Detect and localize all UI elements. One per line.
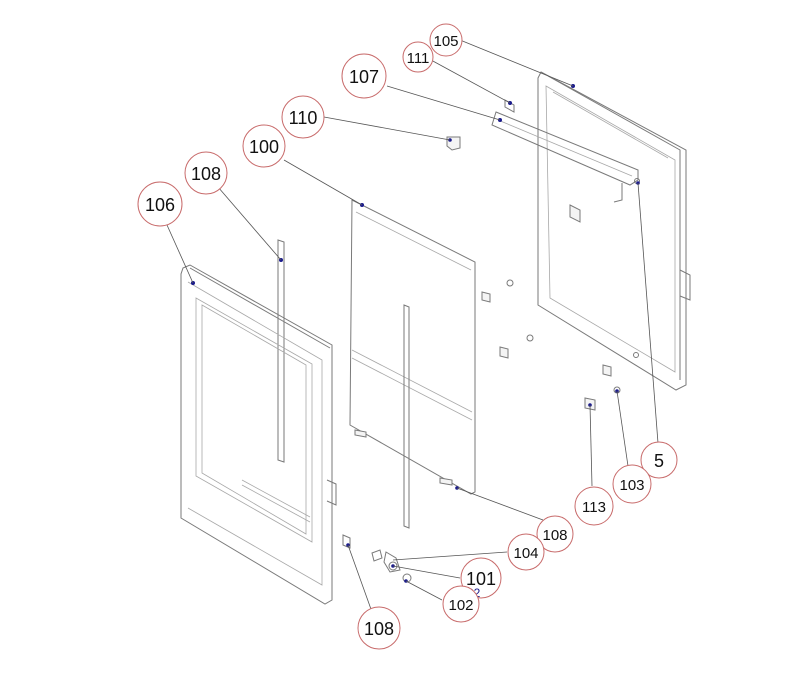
callout-110: 110: [281, 95, 325, 139]
svg-text:107: 107: [349, 67, 379, 87]
callout-108-top: 108: [184, 151, 228, 195]
callout-103: 103: [612, 464, 652, 504]
small-parts: [481, 178, 640, 411]
svg-text:5: 5: [654, 451, 664, 471]
glass-panel: [349, 199, 476, 495]
callout-104: 104: [507, 533, 545, 571]
callout-100: 100: [242, 124, 286, 168]
front-frame: [180, 264, 337, 605]
callout-107: 107: [341, 53, 387, 99]
svg-text:105: 105: [433, 33, 458, 50]
svg-text:108: 108: [542, 527, 567, 544]
gasket-strip-center: [403, 304, 410, 529]
svg-text:100: 100: [249, 137, 279, 157]
callout-108-right: 108: [536, 515, 574, 553]
svg-text:103: 103: [619, 477, 644, 494]
svg-text:113: 113: [582, 499, 606, 516]
leader-lines: [166, 39, 659, 613]
top-rail: [491, 111, 639, 203]
callout-108-bottom: 108: [357, 606, 401, 650]
bottom-hardware: [342, 486, 459, 583]
svg-text:101: 101: [466, 569, 496, 589]
callout-5: 5: [640, 441, 678, 479]
callout-102: 102: [442, 585, 480, 623]
callout-101: 101: [460, 557, 502, 599]
callout-106: 106: [137, 181, 183, 227]
callout-111: 111: [402, 41, 434, 73]
back-frame: [537, 71, 691, 391]
hinge-111: [504, 99, 515, 113]
svg-text:106: 106: [145, 195, 175, 215]
callout-113: 113: [574, 486, 614, 526]
svg-text:110: 110: [289, 108, 318, 128]
clip-110: [446, 136, 461, 151]
svg-text:108: 108: [364, 619, 394, 639]
svg-text:111: 111: [407, 50, 430, 67]
svg-text:104: 104: [513, 545, 538, 562]
callout-105: 105: [429, 23, 463, 57]
svg-text:102: 102: [448, 597, 473, 614]
svg-text:108: 108: [191, 164, 221, 184]
